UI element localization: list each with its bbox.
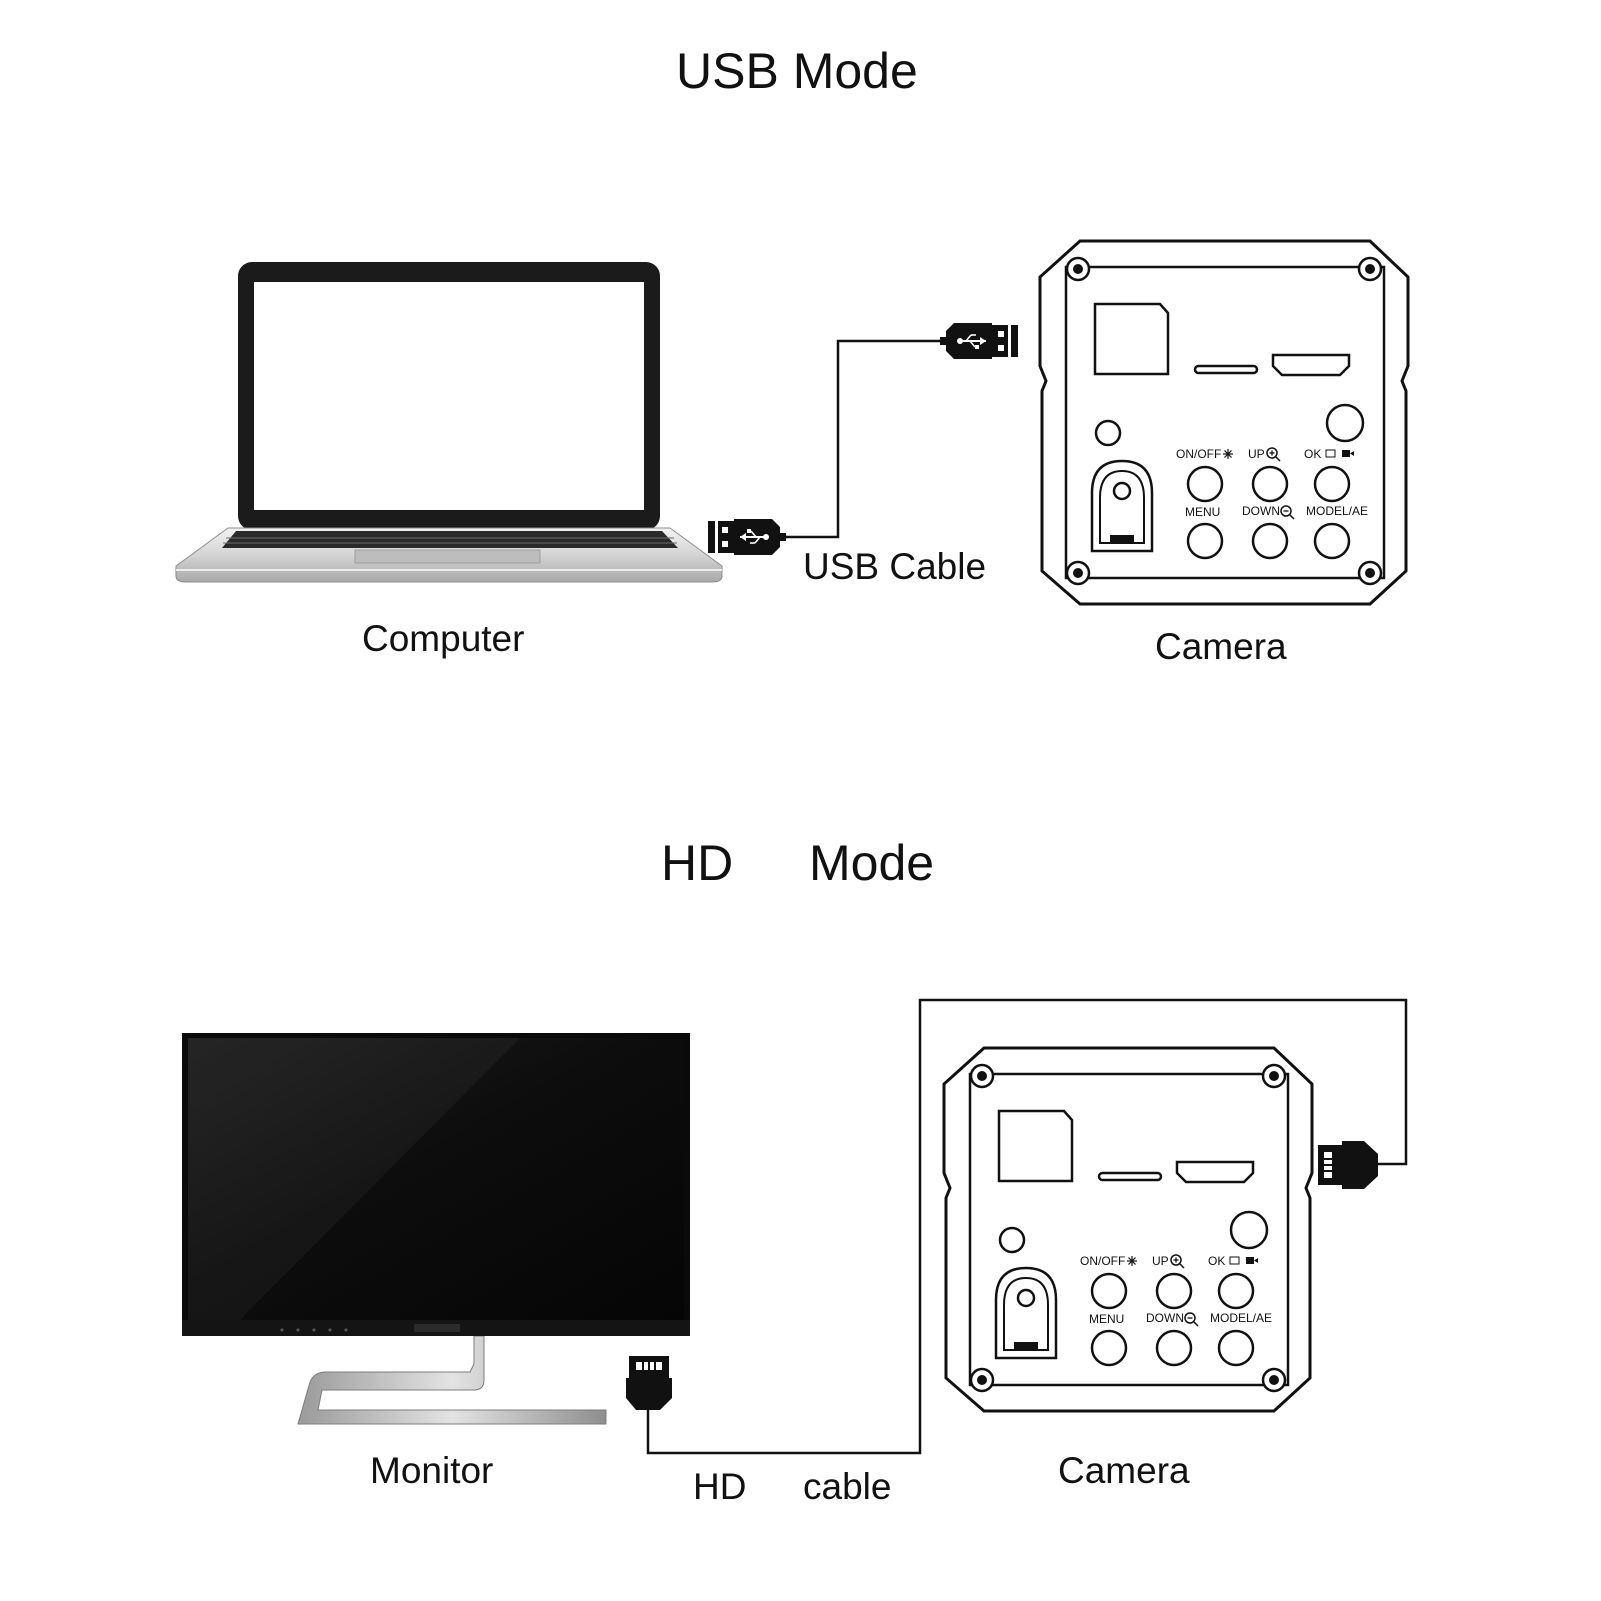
computer-label: Computer bbox=[362, 618, 525, 659]
camera-back-panel-icon: ON/OFF UP OK MENU DOWN MODEL/AE bbox=[1038, 239, 1410, 606]
hdmi-plug-icon bbox=[1318, 1141, 1378, 1189]
svg-text:ON/OFF: ON/OFF bbox=[1080, 1254, 1125, 1268]
camera-back-panel-icon: ON/OFF UP OK MENU DOWN MODEL/AE bbox=[942, 1046, 1314, 1413]
hd-mode-title-word1: HD bbox=[661, 835, 734, 891]
monitor-label: Monitor bbox=[370, 1450, 494, 1491]
usb-cable bbox=[707, 322, 1019, 556]
svg-text:OK: OK bbox=[1208, 1254, 1225, 1268]
monitor-icon bbox=[182, 1033, 690, 1425]
laptop-icon bbox=[175, 262, 723, 583]
usb-plug-icon bbox=[939, 322, 1019, 360]
svg-text:UP: UP bbox=[1248, 447, 1265, 461]
svg-text:MENU: MENU bbox=[1089, 1312, 1124, 1326]
svg-text:UP: UP bbox=[1152, 1254, 1169, 1268]
hd-cable-label-word2: cable bbox=[803, 1466, 892, 1507]
svg-text:ON/OFF: ON/OFF bbox=[1176, 447, 1221, 461]
svg-text:DOWN: DOWN bbox=[1146, 1311, 1184, 1325]
usb-mode-title: USB Mode bbox=[676, 43, 918, 99]
usb-plug-icon bbox=[707, 518, 787, 556]
hdmi-cable bbox=[626, 998, 1408, 1455]
usb-camera-label: Camera bbox=[1155, 626, 1287, 667]
hd-camera-label: Camera bbox=[1058, 1450, 1190, 1491]
hd-mode-title-word2: Mode bbox=[809, 835, 935, 891]
usb-cable-label: USB Cable bbox=[803, 546, 987, 587]
svg-text:DOWN: DOWN bbox=[1242, 504, 1280, 518]
svg-text:MODEL/AE: MODEL/AE bbox=[1210, 1311, 1272, 1325]
svg-text:OK: OK bbox=[1304, 447, 1321, 461]
svg-text:MODEL/AE: MODEL/AE bbox=[1306, 504, 1368, 518]
hd-cable-label-word1: HD bbox=[693, 1466, 747, 1507]
svg-text:MENU: MENU bbox=[1185, 505, 1220, 519]
hdmi-plug-icon bbox=[626, 1356, 672, 1410]
